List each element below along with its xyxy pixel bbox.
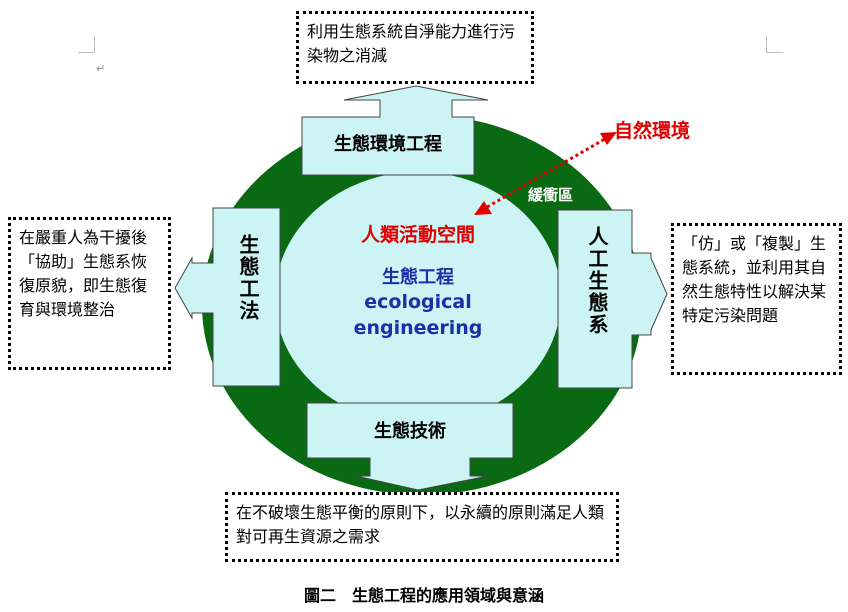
left-arrow-label: 生態工法 xyxy=(236,234,260,322)
left-description-text: 在嚴重人為干擾後「協助」生態系恢復原貌，即生態復育與環境整治 xyxy=(19,228,148,319)
left-description-box: 在嚴重人為干擾後「協助」生態系恢復原貌，即生態復育與環境整治 xyxy=(8,217,171,370)
buffer-zone-label: 緩衝區 xyxy=(528,186,574,204)
corner-mark-top-left xyxy=(78,36,95,53)
bottom-arrow xyxy=(306,402,514,491)
top-arrow xyxy=(301,85,489,176)
right-description-text: 「仿」或「複製」生態系統，並利用其自然生態特性以解決某特定污染問題 xyxy=(682,234,827,325)
center-title-zh: 生態工程 xyxy=(382,267,454,288)
center-title-en-line1: ecological xyxy=(364,291,472,313)
right-arrow-label: 人工生態系 xyxy=(585,226,609,336)
top-description-text: 利用生態系統自淨能力進行污染物之消減 xyxy=(307,22,516,65)
dotted-arrow-head-lower xyxy=(474,201,492,215)
center-title-en-line2: engineering xyxy=(353,317,483,339)
right-arrow xyxy=(557,209,668,389)
human-activity-space-label: 人類活動空間 xyxy=(360,224,475,246)
top-arrow-label: 生態環境工程 xyxy=(334,134,442,155)
natural-env-dotted-arrow xyxy=(481,134,611,212)
corner-mark-top-right xyxy=(766,36,783,53)
natural-environment-label: 自然環境 xyxy=(614,120,691,142)
left-arrow xyxy=(174,207,281,387)
right-description-box: 「仿」或「複製」生態系統，並利用其自然生態特性以解決某特定污染問題 xyxy=(671,223,842,375)
top-description-box: 利用生態系統自淨能力進行污染物之消減 xyxy=(296,11,534,84)
bottom-arrow-label: 生態技術 xyxy=(374,421,446,442)
bottom-description-text: 在不破壞生態平衡的原則下，以永續的原則滿足人類對可再生資源之需求 xyxy=(236,503,605,546)
paragraph-mark: ↵ xyxy=(96,62,106,75)
dotted-arrow-head-upper xyxy=(600,132,617,145)
figure-caption: 圖二 生態工程的應用領域與意涵 xyxy=(303,586,544,605)
bottom-description-box: 在不破壞生態平衡的原則下，以永續的原則滿足人類對可再生資源之需求 xyxy=(225,492,619,562)
inner-ellipse xyxy=(275,172,561,424)
